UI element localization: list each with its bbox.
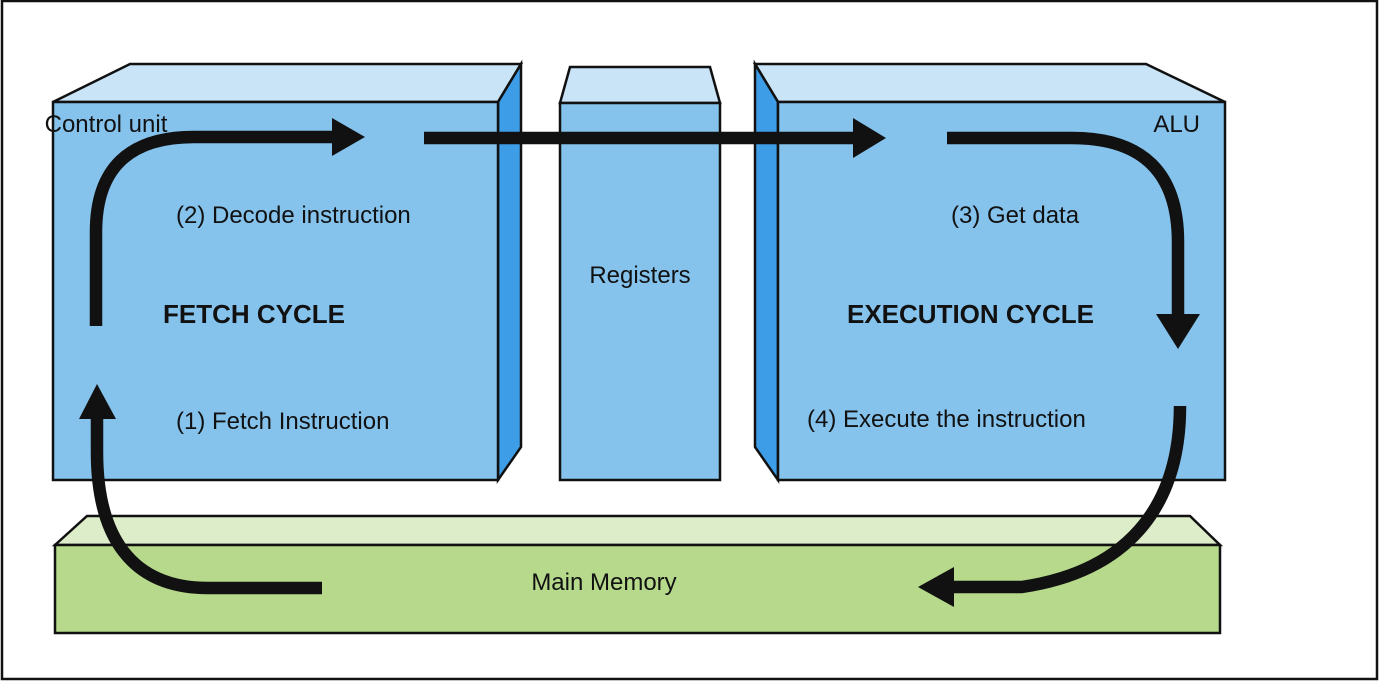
memory-to-fetch-arrow [90, 419, 322, 595]
execution-box-side-face [753, 59, 780, 484]
fetch-internal-arrow [89, 130, 332, 326]
step-2-decode-label: (2) Decode instruction [176, 202, 411, 229]
step-1-fetch-label: (1) Fetch Instruction [176, 408, 390, 435]
fetch-box-top-face [52, 62, 524, 104]
main-memory-top-face [51, 514, 1224, 547]
fetch-box-front-face [51, 100, 500, 482]
alu-label: ALU [1153, 111, 1200, 138]
execution-cycle-title: EXECUTION CYCLE [847, 299, 1095, 329]
registers-label: Registers [589, 262, 691, 289]
execution-to-memory-arrow [954, 405, 1187, 594]
step-3-get-data-label: (3) Get data [951, 202, 1080, 229]
main-memory-front-face [53, 543, 1222, 635]
main-memory-label: Main Memory [531, 569, 677, 596]
execution-internal-arrow [947, 131, 1185, 314]
control-unit-label: Control unit [44, 111, 168, 138]
fetch-to-execution-arrowhead-icon [853, 118, 886, 158]
step-4-execute-label: (4) Execute the instruction [807, 406, 1086, 433]
execution-to-memory-arrowhead-icon [918, 567, 954, 607]
execution-box-front-face [776, 100, 1227, 482]
fetch-internal-arrowhead-icon [332, 118, 365, 156]
memory-to-fetch-arrowhead-icon [79, 384, 116, 419]
execution-box-top-face [752, 62, 1226, 104]
execution-internal-arrowhead-icon [1156, 314, 1200, 349]
fetch-box-side-face [496, 59, 523, 484]
registers-box-top-face [558, 65, 722, 105]
registers-box-front-face [558, 101, 722, 482]
fetch-cycle-title: FETCH CYCLE [163, 299, 345, 329]
